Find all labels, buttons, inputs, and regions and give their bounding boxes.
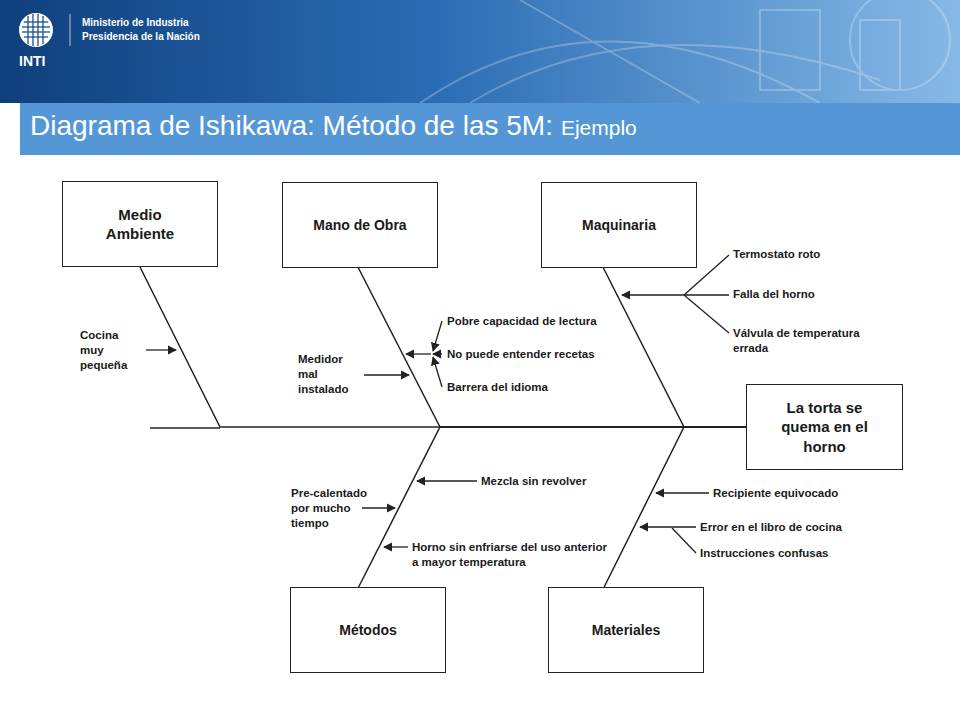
title-bar xyxy=(20,103,960,155)
cause-arrow xyxy=(433,357,442,387)
cause-arrow xyxy=(684,295,729,333)
cause-arrow xyxy=(672,528,696,553)
fish-bone xyxy=(359,427,746,587)
fish-bone xyxy=(140,267,746,427)
cause-label: Medidor mal instalado xyxy=(298,352,360,397)
cause-label: Cocina muy pequeña xyxy=(80,328,140,373)
cause-label: Falla del horno xyxy=(733,287,815,302)
box-text: Métodos xyxy=(339,621,397,639)
cause-label: Pobre capacidad de lectura xyxy=(447,314,597,329)
category-box: Medio Ambiente xyxy=(62,181,218,267)
box-text: La torta se quema en el horno xyxy=(766,398,884,457)
ministry-subname: Presidencia de la Nación xyxy=(82,30,200,43)
fish-bone xyxy=(358,268,746,427)
effect-box: La torta se quema en el horno xyxy=(746,384,903,470)
fish-bone xyxy=(603,268,746,427)
cause-arrow xyxy=(362,507,395,508)
title-row: Diagrama de Ishikawa: Método de las 5M: E… xyxy=(30,110,637,142)
logo-text: INTI xyxy=(19,52,45,70)
banner-decoration xyxy=(420,0,950,103)
slide-title: Diagrama de Ishikawa: Método de las 5M: xyxy=(30,110,553,142)
box-text: Maquinaria xyxy=(582,216,656,234)
ministry-name: Ministerio de Industria xyxy=(82,16,189,29)
cause-arrow xyxy=(433,321,442,351)
fish-bone xyxy=(604,427,746,587)
cause-arrow xyxy=(364,374,409,375)
cause-arrow xyxy=(433,353,442,354)
cause-label: Error en el libro de cocina xyxy=(700,520,842,535)
cause-arrow xyxy=(656,492,709,493)
separator xyxy=(70,14,71,46)
spine-tail xyxy=(150,427,220,428)
cause-label: Instrucciones confusas xyxy=(700,546,828,561)
cause-label: Barrera del idioma xyxy=(447,380,548,395)
cause-arrow xyxy=(622,294,684,295)
cause-arrow xyxy=(146,349,176,350)
cause-label: No puede entender recetas xyxy=(447,347,595,362)
box-text: Materiales xyxy=(592,621,660,639)
category-box: Métodos xyxy=(290,587,446,673)
cause-arrow xyxy=(384,546,408,547)
category-box: Materiales xyxy=(548,587,704,673)
banner xyxy=(0,0,960,103)
cause-arrow xyxy=(417,480,477,481)
cause-label: Válvula de temperatura errada xyxy=(733,326,863,356)
cause-arrow xyxy=(684,294,729,295)
category-box: Maquinaria xyxy=(541,182,697,268)
cause-arrows xyxy=(146,255,729,553)
inti-logo xyxy=(19,13,53,47)
cause-label: Recipiente equivocado xyxy=(713,486,838,501)
cause-label: Horno sin enfriarse del uso anterior a m… xyxy=(412,540,607,570)
cause-label: Pre-calentado por mucho tiempo xyxy=(291,486,381,531)
cause-arrow xyxy=(406,353,431,354)
box-text: Medio Ambiente xyxy=(90,205,190,244)
title-suffix: Ejemplo xyxy=(561,116,637,140)
category-box: Mano de Obra xyxy=(282,182,438,268)
cause-label: Mezcla sin revolver xyxy=(481,474,586,489)
cause-arrow xyxy=(640,526,696,527)
box-text: Mano de Obra xyxy=(313,216,406,234)
cause-label: Termostato roto xyxy=(733,247,820,262)
